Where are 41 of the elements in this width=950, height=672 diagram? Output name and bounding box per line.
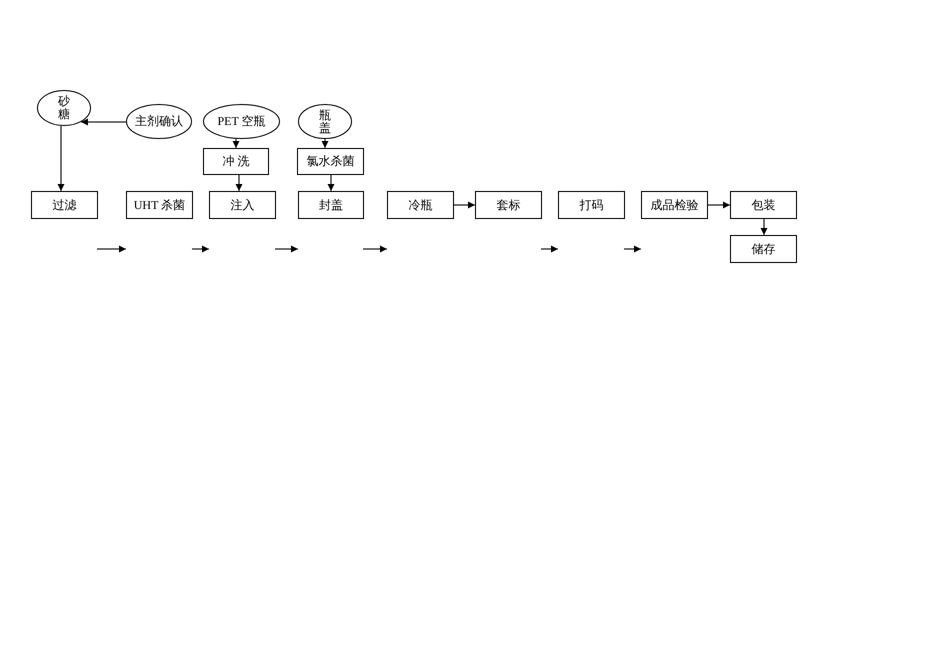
process-box [298,191,364,219]
process-box [203,148,269,175]
input-ellipse [298,104,352,139]
node-label: PET 空瓶 [217,115,266,128]
arrow [236,174,242,192]
node-label: 砂糖 [57,95,71,121]
process-box [387,191,454,219]
arrow [454,202,476,208]
arrow [328,174,334,192]
input-ellipse [203,104,280,139]
node-label: 注入 [230,198,254,212]
arrow [708,202,730,208]
arrow [80,118,127,126]
node-label: 瓶盖 [318,108,332,134]
arrow [58,125,64,192]
node-label: 主剂确认 [135,115,183,128]
node-label: 冷瓶 [408,198,432,212]
process-box [297,148,364,175]
node-label: UHT 杀菌 [134,198,186,212]
process-box [730,191,797,219]
process-box [558,191,625,219]
process-box [126,191,193,219]
arrow [760,218,768,236]
process-box [641,191,708,219]
node-label: 套标 [496,198,520,212]
node-label: 封盖 [319,198,343,212]
input-ellipse [37,90,91,126]
node-label: 冲 洗 [222,155,250,168]
process-box [31,191,98,219]
process-box [475,191,542,219]
process-box [209,191,276,219]
node-label: 包装 [752,198,776,212]
input-ellipse [126,104,192,139]
process-box [730,235,797,263]
node-label: 储存 [752,242,776,256]
node-label: 成品检验 [650,198,698,212]
arrow [232,138,240,148]
node-label: 打码 [580,198,604,212]
node-label: 过滤 [52,198,76,212]
arrow [322,138,328,148]
node-label: 氯水杀菌 [306,155,354,168]
